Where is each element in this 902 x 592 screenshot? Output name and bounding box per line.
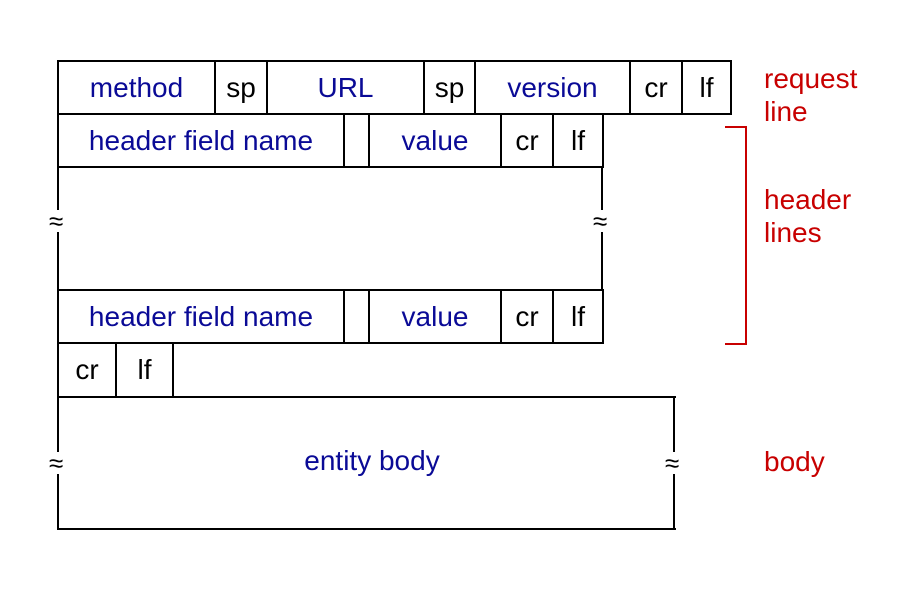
- lf-field: lf: [552, 113, 604, 168]
- body-right-border: [673, 474, 675, 530]
- bracket-spine: [745, 126, 747, 345]
- request-line-label: request line: [764, 62, 857, 128]
- header-lines-label-line2: lines: [764, 217, 822, 248]
- body-left-border: [57, 396, 59, 452]
- lf-field: lf: [681, 60, 732, 115]
- header-field-name: header field name: [57, 289, 345, 344]
- lf-field: lf: [115, 342, 174, 398]
- cr-field: cr: [57, 342, 117, 398]
- separator-field: [343, 289, 370, 344]
- bracket-bottom: [725, 343, 747, 345]
- url-field: URL: [266, 60, 425, 115]
- header-value: value: [368, 289, 502, 344]
- sp-field: sp: [214, 60, 268, 115]
- header-lines-label: header lines: [764, 183, 851, 249]
- body-left-border: [57, 474, 59, 530]
- ellipsis-icon: ≈: [665, 448, 680, 478]
- body-label: body: [764, 446, 825, 477]
- separator-field: [343, 113, 370, 168]
- version-field: version: [474, 60, 631, 115]
- header-field-name: header field name: [57, 113, 345, 168]
- sp-field: sp: [423, 60, 476, 115]
- cr-field: cr: [500, 289, 554, 344]
- body-right-border: [673, 396, 675, 452]
- request-line-label-line1: request: [764, 63, 858, 94]
- body-bottom-border: [57, 528, 676, 530]
- bracket-top: [725, 126, 747, 128]
- header-value: value: [368, 113, 502, 168]
- elided-right-border: [601, 166, 603, 210]
- entity-body-label: entity body: [304, 445, 440, 476]
- cr-field: cr: [500, 113, 554, 168]
- header-lines-label-line1: header: [764, 184, 852, 215]
- request-line-label-line2: line: [764, 96, 808, 127]
- method-field: method: [57, 60, 216, 115]
- ellipsis-icon: ≈: [49, 206, 64, 236]
- elided-left-border: [57, 232, 59, 291]
- ellipsis-icon: ≈: [593, 206, 608, 236]
- elided-left-border: [57, 166, 59, 210]
- lf-field: lf: [552, 289, 604, 344]
- body-top-border: [57, 396, 676, 398]
- cr-field: cr: [629, 60, 683, 115]
- ellipsis-icon: ≈: [49, 448, 64, 478]
- elided-right-border: [601, 232, 603, 291]
